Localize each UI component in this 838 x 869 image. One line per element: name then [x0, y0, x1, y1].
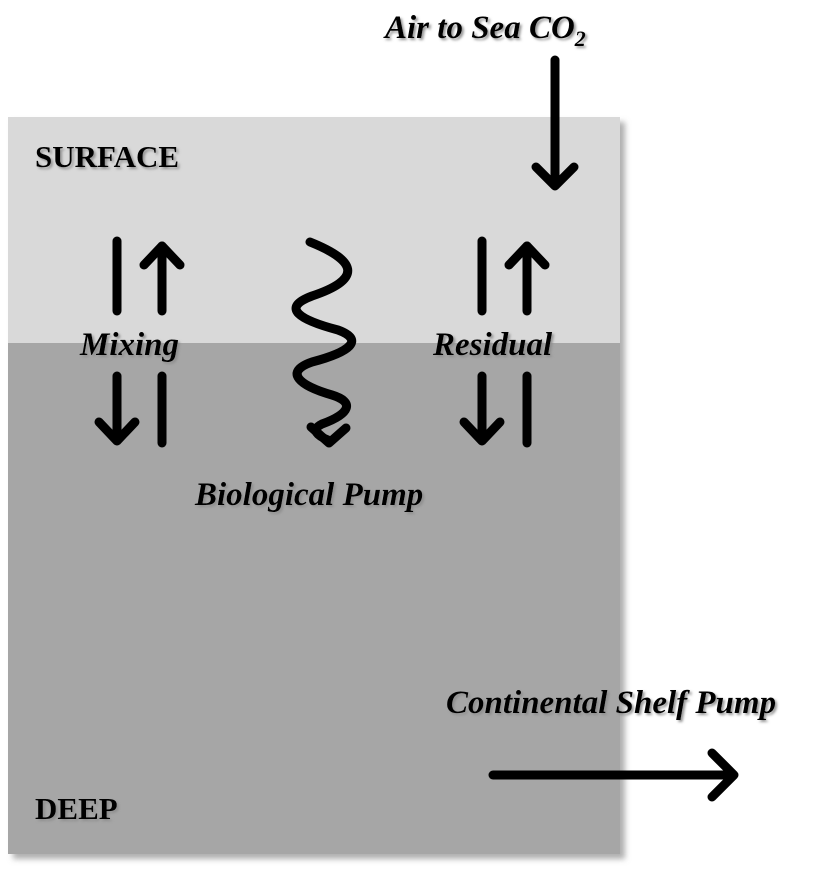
co2-subscript: 2: [574, 26, 586, 51]
continental-shelf-arrow-icon: [488, 748, 739, 802]
residual-arrows-icon: [459, 236, 550, 448]
residual-label: Residual: [432, 327, 553, 363]
mixing-label: Mixing: [79, 327, 179, 363]
air-to-sea-arrow-icon: [531, 55, 579, 191]
biological-pump-label: Biological Pump: [194, 477, 423, 513]
mixing-arrows-icon: [94, 236, 185, 448]
deep-label: DEEP: [35, 791, 118, 826]
continental-shelf-pump-label: Continental Shelf Pump: [446, 685, 776, 721]
surface-layer: [8, 117, 620, 343]
surface-label: SURFACE: [35, 139, 179, 174]
air-to-sea-label: Air to Sea CO2: [383, 10, 586, 51]
biological-pump-arrow-icon: [291, 237, 356, 448]
